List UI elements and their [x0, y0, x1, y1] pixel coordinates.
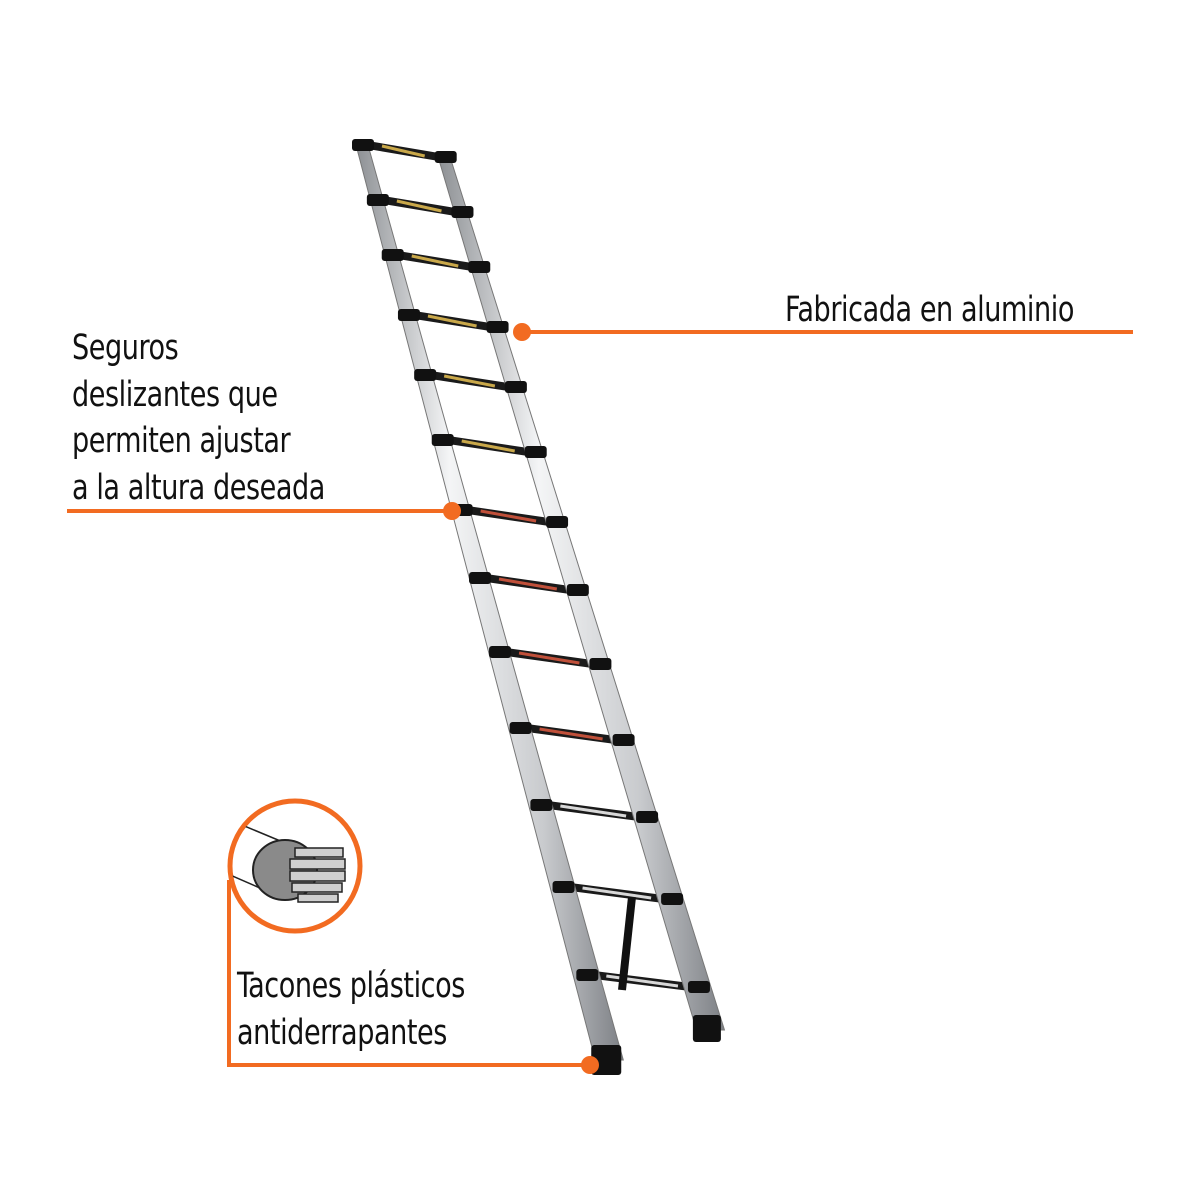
ladder-foot-detail-icon: [227, 798, 363, 934]
locks-callout-dot: [443, 502, 461, 520]
rung-tread: [411, 254, 459, 268]
rung-tread: [518, 651, 580, 665]
rung-tread: [461, 439, 515, 453]
rung-tread: [539, 727, 603, 741]
rung-tread: [606, 974, 679, 988]
slide-lock: [489, 646, 512, 658]
slide-lock: [434, 151, 457, 163]
slide-lock: [552, 881, 575, 893]
rung-tread: [498, 577, 558, 591]
slide-lock: [661, 893, 684, 905]
slide-lock: [397, 309, 420, 321]
material-callout-dot: [513, 323, 531, 341]
locks-label: Seguros deslizantes que permiten ajustar…: [72, 325, 325, 511]
strap: [618, 896, 636, 991]
slide-lock: [546, 516, 569, 528]
slide-lock: [366, 194, 389, 206]
rung-tread: [560, 804, 627, 818]
rung-tread: [381, 144, 426, 158]
feet-label-line: antiderrapantes: [237, 1012, 447, 1053]
rung-tread: [443, 374, 496, 388]
slide-lock: [468, 261, 491, 273]
slide-lock: [636, 811, 659, 823]
slide-lock: [530, 799, 553, 811]
rung-tread: [582, 886, 652, 900]
slide-lock: [414, 369, 437, 381]
slide-lock: [687, 981, 710, 993]
feet-label: Tacones plásticos antiderrapantes: [237, 963, 465, 1056]
slide-lock: [504, 381, 527, 393]
slide-lock: [469, 572, 492, 584]
slide-lock: [576, 969, 599, 981]
rung-tread: [427, 314, 477, 328]
slide-lock: [524, 446, 547, 458]
left-foot-cap: [591, 1045, 622, 1075]
feet-label-line: Tacones plásticos: [237, 966, 465, 1006]
right-foot-cap: [692, 1015, 721, 1042]
slide-lock: [352, 139, 374, 151]
slide-lock: [612, 734, 635, 746]
slide-lock: [509, 722, 532, 734]
slide-lock: [486, 321, 509, 333]
locks-label-line: deslizantes que: [72, 374, 278, 415]
rung-tread: [480, 509, 537, 523]
locks-label-line: permiten ajustar: [72, 421, 291, 461]
slide-lock: [589, 658, 612, 670]
feet-callout-dot: [581, 1056, 599, 1074]
feet-callout-line: [227, 880, 590, 1067]
rung-tread: [396, 199, 442, 213]
locks-label-line: a la altura deseada: [72, 467, 325, 508]
locks-label-line: Seguros: [72, 328, 179, 368]
slide-lock: [451, 206, 474, 218]
slide-lock: [431, 434, 454, 446]
slide-lock: [381, 249, 404, 261]
material-label: Fabricada en aluminio: [785, 290, 1074, 330]
slide-lock: [566, 584, 589, 596]
